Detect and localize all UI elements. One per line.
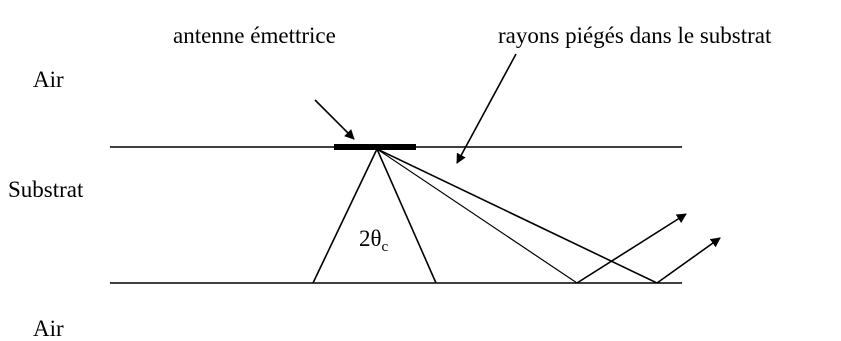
cone-right-ray [376, 148, 437, 284]
cone-left-ray [312, 148, 378, 284]
trapped-rays-label: rayons piégés dans le substrat [498, 23, 772, 48]
air-bottom-label: Air [33, 316, 64, 341]
critical-angle-subscript: c [382, 239, 389, 255]
trapped-ray-2-incident [376, 148, 658, 284]
trapped-ray-1-reflected [576, 213, 687, 284]
critical-angle-main: 2θ [359, 226, 382, 251]
substrate-label: Substrat [8, 177, 84, 202]
trapped-rays-pointer-arrow [456, 53, 517, 164]
antenna-pointer-arrow [314, 99, 355, 140]
trapped-ray-1-incident [376, 148, 578, 284]
trapped-ray-2-reflected [656, 237, 721, 284]
antenna-label: antenne émettrice [173, 23, 336, 48]
critical-angle-label: 2θc [359, 226, 389, 255]
air-top-label: Air [33, 67, 64, 92]
